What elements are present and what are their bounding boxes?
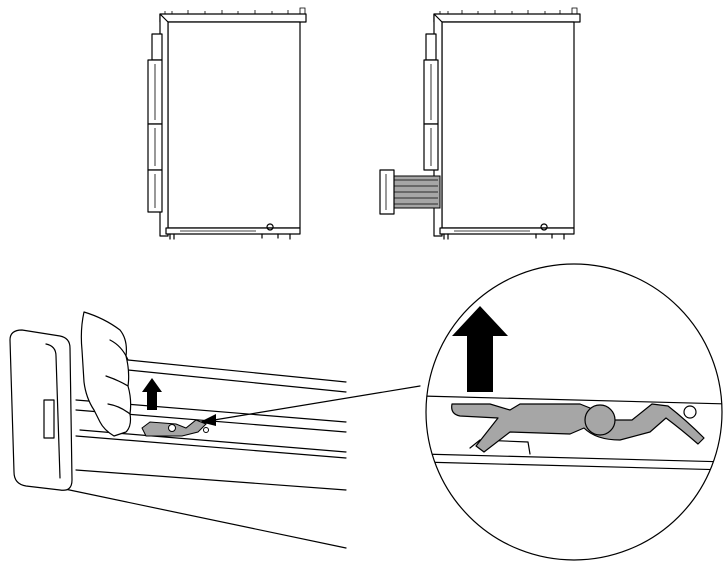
drawer-handle-slot <box>43 399 55 439</box>
drawer-bottom-edge <box>59 487 347 549</box>
drawer-closed-side-view <box>147 7 307 240</box>
hand <box>80 311 132 437</box>
pointer-arrow-icon <box>200 385 421 426</box>
bracket-top <box>151 33 163 61</box>
drawer-front-release-view <box>9 311 347 549</box>
rail-lower <box>75 469 347 491</box>
up-arrow-icon <box>142 378 162 410</box>
magnified-up-arrow-icon <box>452 306 508 392</box>
latch-pivot <box>168 424 176 432</box>
latch-detail-magnified <box>425 263 723 561</box>
cabinet-body <box>167 21 301 229</box>
drawer-front-panel <box>9 329 73 491</box>
rail-middle <box>79 429 347 453</box>
bracket-top <box>425 33 437 61</box>
top-rail <box>159 13 307 23</box>
top-rail <box>433 13 581 23</box>
rail-bottom-line <box>426 453 722 463</box>
rail-top-edge <box>127 359 347 383</box>
rail-top-line <box>426 395 722 405</box>
latch-slot <box>469 439 531 455</box>
magnified-latch-lever <box>451 403 705 453</box>
magnified-rail-hole <box>683 405 697 419</box>
cabinet-body <box>441 21 575 229</box>
magnified-latch-pivot <box>584 404 616 436</box>
drawer-front-extended <box>379 169 395 215</box>
rail-hole <box>203 427 209 433</box>
drawer-extended-side-view <box>379 7 581 240</box>
